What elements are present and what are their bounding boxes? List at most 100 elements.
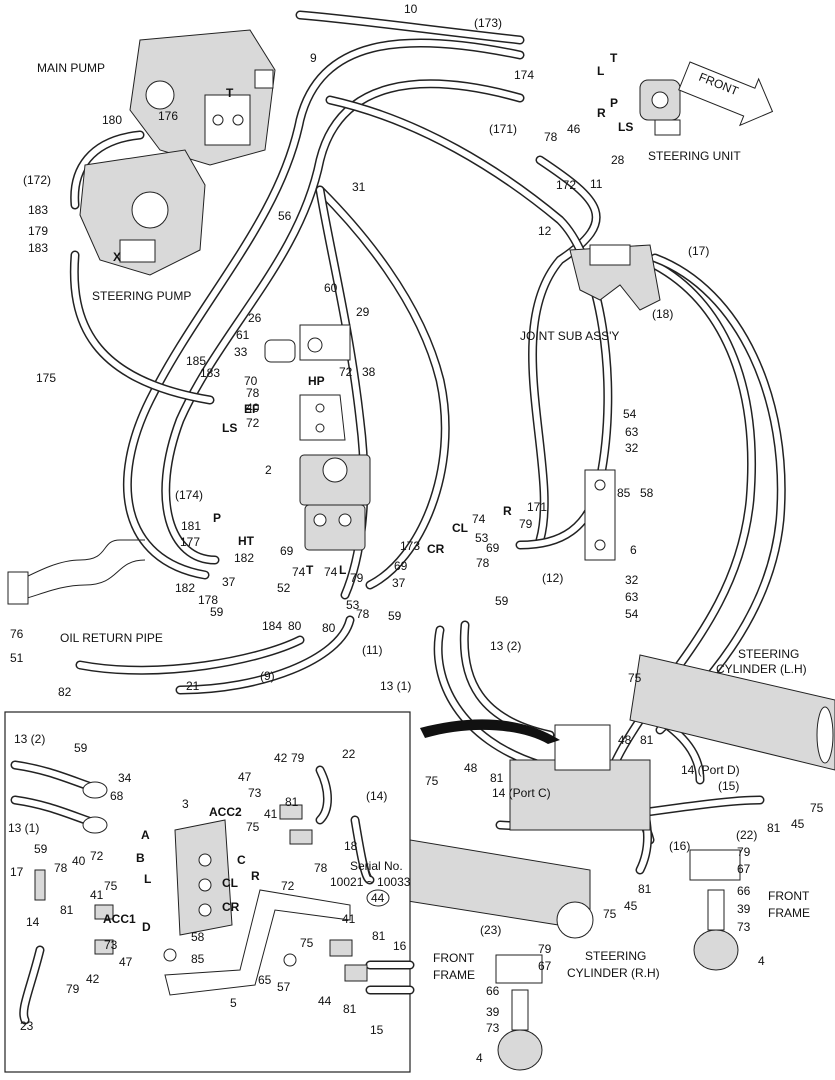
callout: 181: [181, 519, 201, 533]
callout: 183: [28, 203, 48, 217]
callout: 53: [475, 531, 489, 545]
callout: (16): [669, 839, 690, 853]
label-joint-sub-assy: JOINT SUB ASS'Y: [520, 329, 619, 343]
callout: 66: [486, 984, 500, 998]
label-steering-cylinder-lh-2: CYLINDER (L.H): [716, 662, 807, 676]
serial-label: Serial No.: [350, 859, 403, 873]
callout: (172): [23, 173, 51, 187]
callout: 182: [175, 581, 195, 595]
callout: 69: [486, 541, 500, 555]
port-letter: LS: [618, 120, 633, 134]
callout: 29: [356, 305, 370, 319]
port-letter: HT: [238, 534, 255, 548]
callout: 80: [322, 621, 336, 635]
callout: 65: [258, 973, 272, 987]
callout: 2: [265, 463, 272, 477]
port-letter: R: [597, 106, 606, 120]
callout: 184: [262, 619, 282, 633]
callout: 73: [486, 1021, 500, 1035]
callout: 67: [538, 959, 552, 973]
callout: (12): [542, 571, 563, 585]
main-pump: [129, 29, 276, 166]
callout: 171: [527, 500, 547, 514]
port-letter: T: [226, 86, 234, 100]
port-letter: A: [141, 828, 150, 842]
steering-valve-block: [299, 454, 371, 551]
callout: 79: [350, 571, 364, 585]
callout: 74: [324, 565, 338, 579]
callout: 46: [567, 122, 581, 136]
callout: 31: [352, 180, 366, 194]
callout: 60: [324, 281, 338, 295]
callout: 81: [490, 771, 504, 785]
callout: 9: [310, 51, 317, 65]
callout: 6: [630, 543, 637, 557]
callout: 59: [495, 594, 509, 608]
steering-unit: [639, 79, 681, 136]
callout: 75: [628, 671, 642, 685]
callout: 82: [58, 685, 72, 699]
callout: 61: [236, 328, 250, 342]
callout: 26: [248, 311, 262, 325]
callout: 63: [625, 590, 639, 604]
callout: 73: [737, 920, 751, 934]
joint-sub-assy: [569, 244, 661, 311]
callout: 75: [810, 801, 824, 815]
detail-inset: [4, 711, 415, 1073]
port-letter: L: [339, 563, 346, 577]
callout: 33: [234, 345, 248, 359]
callout: 66: [737, 884, 751, 898]
callout: 80: [288, 619, 302, 633]
callout: 39: [737, 902, 751, 916]
callout: 182: [234, 551, 254, 565]
callout: 78: [356, 607, 370, 621]
callout: 59: [34, 842, 48, 856]
callout: 69: [280, 544, 294, 558]
callout: 81: [343, 1002, 357, 1016]
callout: (174): [175, 488, 203, 502]
cylinder-frame: [509, 724, 651, 831]
callout: 179: [28, 224, 48, 238]
callout: 79: [291, 751, 305, 765]
callout: 74: [292, 565, 306, 579]
callout: 75: [104, 879, 118, 893]
callout: 48: [464, 761, 478, 775]
callout: 12: [538, 224, 552, 238]
port-letter: L: [144, 872, 151, 886]
callout: 28: [611, 153, 625, 167]
callout: 68: [110, 789, 124, 803]
callout: 81: [60, 903, 74, 917]
port-letter: C: [237, 853, 246, 867]
port-letter: CL: [222, 876, 238, 890]
callout: 37: [222, 575, 236, 589]
callout: 32: [625, 573, 639, 587]
callout: 73: [104, 938, 118, 952]
label-steering-cylinder-lh-1: STEERING: [738, 647, 799, 661]
label-steering-cylinder-rh-2: CYLINDER (R.H): [567, 966, 660, 980]
callout: 177: [180, 535, 200, 549]
callout: 13 (2): [490, 639, 521, 653]
callout: (173): [474, 16, 502, 30]
callout: 40: [72, 854, 86, 868]
callouts-main: 10 (173) 9 174 (171) 180 176 (172) 183 1…: [10, 2, 824, 1065]
callout: 72: [281, 879, 295, 893]
callout: 56: [278, 209, 292, 223]
callout: 16: [393, 939, 407, 953]
callout: (171): [489, 122, 517, 136]
callout: (11): [362, 643, 382, 657]
callout: 42: [274, 751, 288, 765]
port-letter: ACC1: [103, 912, 136, 926]
callout: 78: [314, 861, 328, 875]
port-letter: LS: [222, 421, 237, 435]
callout: 5: [230, 996, 237, 1010]
callout: 173: [400, 539, 420, 553]
callout: 4: [476, 1051, 483, 1065]
callout: 48: [618, 733, 632, 747]
callout: 76: [10, 627, 24, 641]
callout: 81: [638, 882, 652, 896]
steering-cylinder-lh: [629, 654, 835, 771]
port-letter: CR: [222, 900, 240, 914]
callout: 59: [388, 609, 402, 623]
callout: 37: [392, 576, 406, 590]
